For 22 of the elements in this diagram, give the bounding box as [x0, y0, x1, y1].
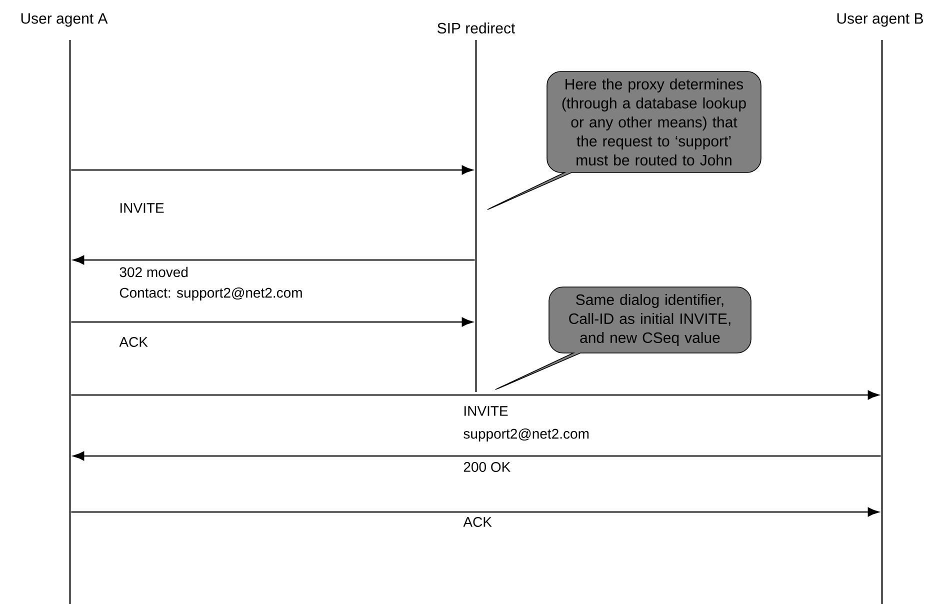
message-label: INVITE	[120, 203, 164, 213]
message-arrow	[73, 451, 881, 461]
lifeline	[475, 40, 477, 392]
message-label: 200 OK	[464, 462, 511, 472]
address-label: Contact: support2@net2.com	[120, 287, 302, 300]
lifeline-header: SIP redirect	[438, 22, 516, 34]
lifeline	[69, 40, 71, 604]
address-label: support2@net2.com	[464, 428, 589, 442]
message-arrow	[71, 165, 473, 175]
message-arrow	[71, 507, 879, 517]
lifeline-header: User agent A	[21, 13, 108, 27]
message-label: 302 moved	[120, 266, 188, 278]
message-label: ACK	[463, 517, 492, 527]
message-label: ACK	[119, 337, 148, 347]
speech-bubble: Same dialog identifier, Call-ID as initial INVITE, and new CSeq value	[495, 286, 752, 390]
lifeline-header: User agent B	[837, 13, 923, 27]
speech-bubble: Here the proxy determines (through a database lookup or any other means) that the request to ‘support’ must be routed to John	[487, 71, 762, 210]
message-arrow	[71, 317, 473, 327]
message-arrow	[73, 255, 475, 265]
lifeline	[881, 40, 883, 604]
message-label: INVITE	[464, 406, 508, 416]
message-arrow	[71, 390, 879, 400]
